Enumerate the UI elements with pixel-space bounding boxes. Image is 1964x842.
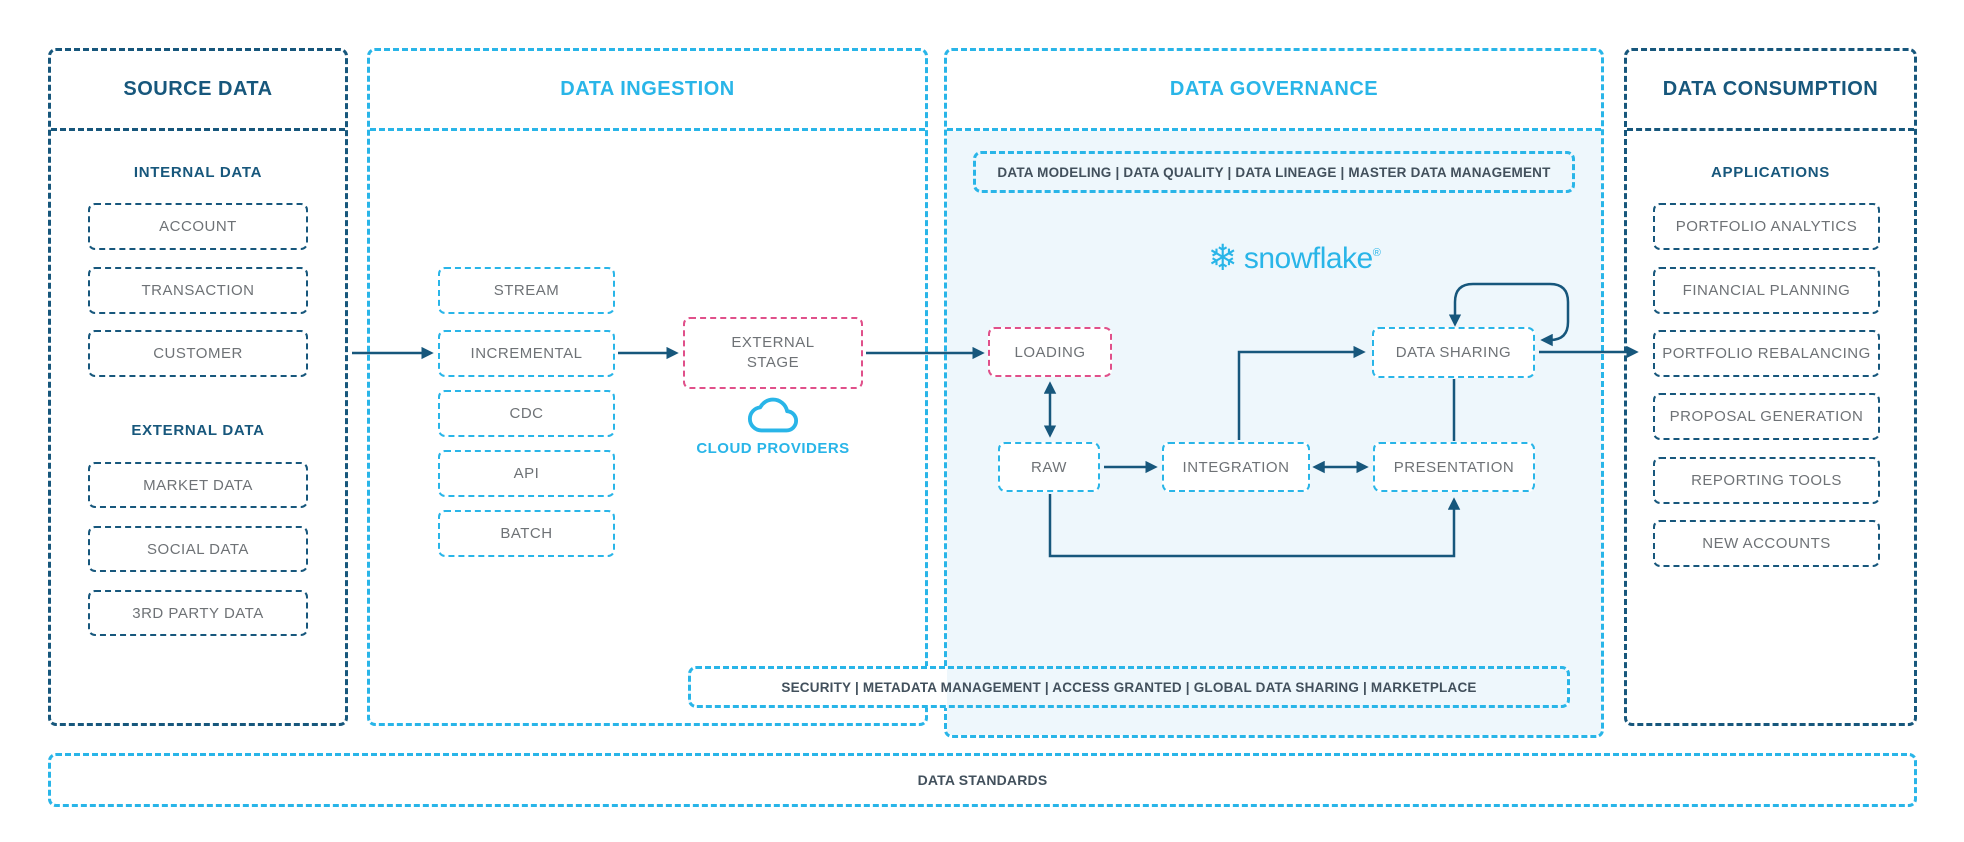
node-incremental: INCREMENTAL: [438, 330, 615, 377]
governance-services-banner: SECURITY | METADATA MANAGEMENT | ACCESS …: [688, 666, 1570, 708]
node-portfolio-analytics: PORTFOLIO ANALYTICS: [1653, 203, 1880, 250]
cloud-outline-icon: [747, 396, 799, 434]
node-proposal-generation: PROPOSAL GENERATION: [1653, 393, 1880, 440]
node-data-sharing: DATA SHARING: [1372, 327, 1535, 378]
section-source-data-title: SOURCE DATA: [123, 78, 273, 100]
governance-background: [947, 131, 1601, 735]
node-integration: INTEGRATION: [1162, 442, 1310, 492]
node-external-stage: EXTERNAL STAGE: [683, 317, 863, 389]
snowflake-icon: [1208, 241, 1238, 277]
node-cdc: CDC: [438, 390, 615, 437]
section-data-governance-title: DATA GOVERNANCE: [1169, 78, 1379, 100]
node-loading: LOADING: [988, 327, 1112, 377]
node-raw: RAW: [998, 442, 1100, 492]
node-market-data: MARKET DATA: [88, 462, 308, 508]
section-data-consumption: DATA CONSUMPTION: [1624, 48, 1917, 726]
external-data-heading: EXTERNAL DATA: [131, 422, 265, 439]
node-stream: STREAM: [438, 267, 615, 314]
governance-capabilities-banner: DATA MODELING | DATA QUALITY | DATA LINE…: [973, 151, 1575, 193]
node-presentation: PRESENTATION: [1373, 442, 1535, 492]
section-data-consumption-title: DATA CONSUMPTION: [1662, 78, 1879, 100]
data-standards-bar: DATA STANDARDS: [48, 753, 1917, 807]
section-data-ingestion: DATA INGESTION: [367, 48, 928, 726]
cloud-providers-label: CLOUD PROVIDERS: [696, 440, 850, 457]
node-3rd-party-data: 3RD PARTY DATA: [88, 590, 308, 636]
section-source-data-header: SOURCE DATA: [51, 51, 345, 131]
node-api: API: [438, 450, 615, 497]
snowflake-logo: snowflake®: [1164, 236, 1424, 282]
section-data-ingestion-header: DATA INGESTION: [370, 51, 925, 131]
section-data-governance-header: DATA GOVERNANCE: [947, 51, 1601, 131]
node-batch: BATCH: [438, 510, 615, 557]
node-social-data: SOCIAL DATA: [88, 526, 308, 572]
node-transaction: TRANSACTION: [88, 267, 308, 314]
section-source-data: SOURCE DATA: [48, 48, 348, 726]
node-financial-planning: FINANCIAL PLANNING: [1653, 267, 1880, 314]
snowflake-wordmark-text: snowflake: [1243, 242, 1373, 275]
node-customer: CUSTOMER: [88, 330, 308, 377]
section-data-consumption-header: DATA CONSUMPTION: [1627, 51, 1914, 131]
node-account: ACCOUNT: [88, 203, 308, 250]
applications-heading: APPLICATIONS: [1711, 164, 1830, 181]
snowflake-wordmark: snowflake®: [1244, 242, 1381, 276]
registered-mark: ®: [1372, 247, 1381, 259]
node-reporting-tools: REPORTING TOOLS: [1653, 457, 1880, 504]
internal-data-heading: INTERNAL DATA: [133, 164, 263, 181]
node-portfolio-rebalancing: PORTFOLIO REBALANCING: [1653, 330, 1880, 377]
section-data-ingestion-title: DATA INGESTION: [560, 78, 735, 100]
node-new-accounts: NEW ACCOUNTS: [1653, 520, 1880, 567]
